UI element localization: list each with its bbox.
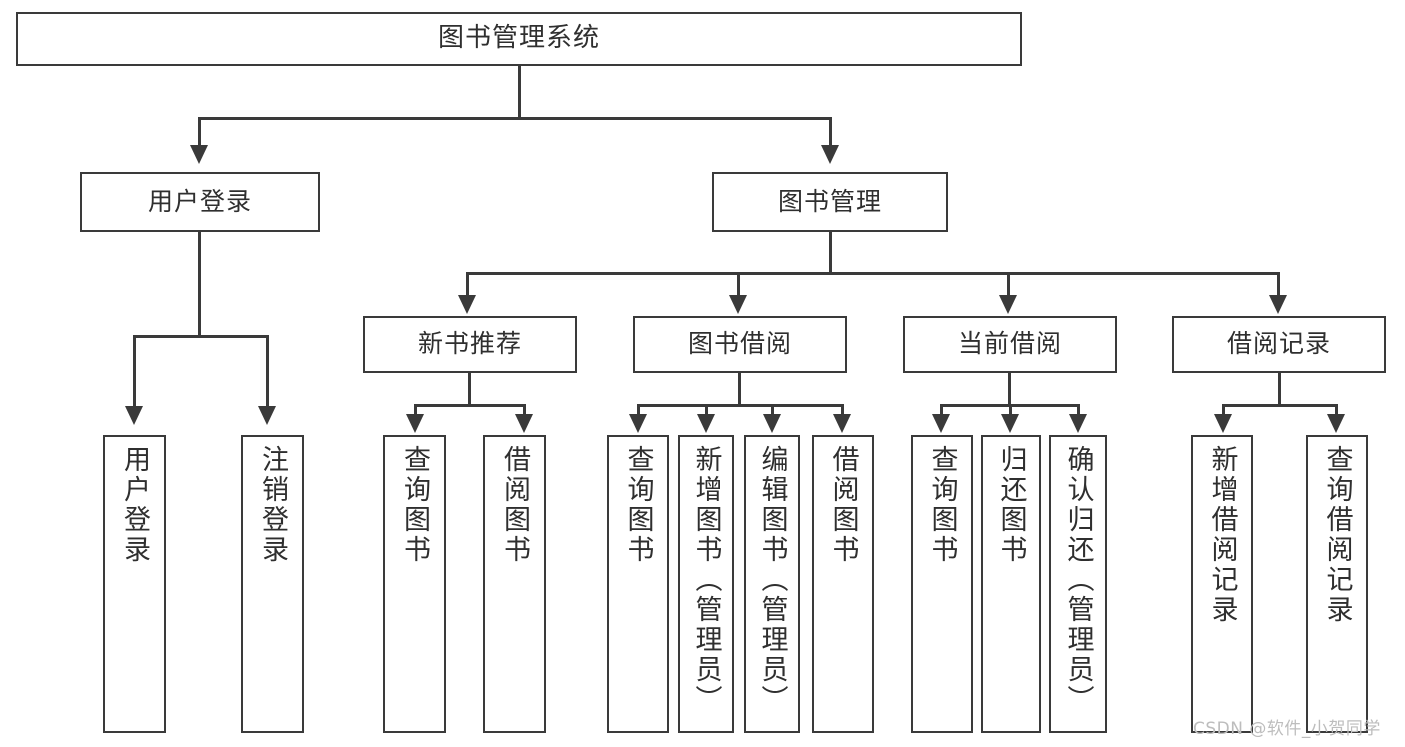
connector-book-mgmt-stem: [829, 232, 832, 274]
connector-current-borrow-to-leaf-2: [1009, 404, 1012, 416]
connector-book-borrow-stem: [738, 373, 741, 406]
connector-root-to-user-login: [198, 117, 201, 147]
node-label: 查询借阅记录: [1321, 445, 1353, 625]
connector-user-login-bar: [133, 335, 269, 338]
node-borrow-record[interactable]: 借阅记录: [1172, 316, 1386, 373]
connector-book-mgmt-to-record: [1277, 272, 1280, 297]
arrowhead-book-borrow-leaf-3: [763, 414, 781, 433]
connector-root-stem: [518, 66, 521, 118]
arrowhead-root-to-user-login: [190, 145, 208, 164]
connector-book-borrow-bar: [637, 404, 844, 407]
leaf-book-borrow-edit-admin[interactable]: 编辑图书（管理员）: [744, 435, 800, 733]
connector-new-book-to-leaf-2: [523, 404, 526, 416]
node-label: 确认归还（管理员）: [1062, 445, 1094, 715]
connector-borrow-record-to-leaf-1: [1222, 404, 1225, 416]
node-new-book-recommend[interactable]: 新书推荐: [363, 316, 577, 373]
leaf-borrow-record-add[interactable]: 新增借阅记录: [1191, 435, 1253, 733]
arrowhead-book-borrow-leaf-2: [697, 414, 715, 433]
connector-user-login-to-leaf-1: [133, 335, 136, 408]
leaf-book-borrow-borrow[interactable]: 借阅图书: [812, 435, 874, 733]
node-book-management[interactable]: 图书管理: [712, 172, 948, 232]
connector-borrow-record-stem: [1278, 373, 1281, 406]
leaf-borrow-record-query[interactable]: 查询借阅记录: [1306, 435, 1368, 733]
arrowhead-new-book-leaf-2: [515, 414, 533, 433]
arrowhead-new-book-leaf-1: [406, 414, 424, 433]
node-label: 查询图书: [926, 445, 958, 565]
leaf-book-borrow-add-admin[interactable]: 新增图书（管理员）: [678, 435, 734, 733]
arrowhead-current-borrow-leaf-1: [932, 414, 950, 433]
node-label: 归还图书: [995, 445, 1027, 565]
connector-book-mgmt-to-current: [1007, 272, 1010, 297]
connector-current-borrow-to-leaf-1: [940, 404, 943, 416]
connector-book-mgmt-to-new-book: [466, 272, 469, 297]
leaf-new-book-borrow[interactable]: 借阅图书: [483, 435, 546, 733]
node-label: 借阅图书: [827, 445, 859, 565]
arrowhead-book-borrow-leaf-1: [629, 414, 647, 433]
node-label: 用户登录: [119, 445, 150, 565]
connector-borrow-record-bar: [1222, 404, 1338, 407]
arrowhead-borrow-record-leaf-2: [1327, 414, 1345, 433]
node-current-borrow[interactable]: 当前借阅: [903, 316, 1117, 373]
connector-book-borrow-to-leaf-1: [637, 404, 640, 416]
node-label: 新增图书（管理员）: [690, 445, 722, 715]
connector-borrow-record-to-leaf-2: [1335, 404, 1338, 416]
connector-book-borrow-to-leaf-2: [705, 404, 708, 416]
node-user-login[interactable]: 用户登录: [80, 172, 320, 232]
arrowhead-root-to-book-mgmt: [821, 145, 839, 164]
arrowhead-current-borrow-leaf-3: [1069, 414, 1087, 433]
node-book-borrow[interactable]: 图书借阅: [633, 316, 847, 373]
connector-book-mgmt-to-borrow: [737, 272, 740, 297]
connector-book-mgmt-bar: [466, 272, 1278, 275]
connector-current-borrow-stem: [1008, 373, 1011, 406]
connector-book-borrow-to-leaf-4: [841, 404, 844, 416]
connector-book-borrow-to-leaf-3: [771, 404, 774, 416]
leaf-book-borrow-query[interactable]: 查询图书: [607, 435, 669, 733]
node-label: 图书借阅: [687, 329, 792, 359]
leaf-user-login-login[interactable]: 用户登录: [103, 435, 166, 733]
arrowhead-user-login-leaf-2: [258, 406, 276, 425]
arrowhead-book-mgmt-borrow: [729, 295, 747, 314]
node-label: 借阅图书: [499, 445, 530, 565]
connector-root-to-book-mgmt: [829, 117, 832, 147]
leaf-current-borrow-return[interactable]: 归还图书: [981, 435, 1041, 733]
arrowhead-user-login-leaf-1: [125, 406, 143, 425]
node-label: 查询图书: [622, 445, 654, 565]
node-label: 图书管理: [777, 186, 882, 216]
node-label: 借阅记录: [1226, 329, 1331, 359]
arrowhead-book-mgmt-record: [1269, 295, 1287, 314]
arrowhead-book-mgmt-new-book: [458, 295, 476, 314]
arrowhead-current-borrow-leaf-2: [1001, 414, 1019, 433]
connector-root-bar: [198, 117, 832, 120]
leaf-user-login-logout[interactable]: 注销登录: [241, 435, 304, 733]
node-label: 图书管理系统: [437, 23, 600, 54]
node-label: 编辑图书（管理员）: [756, 445, 788, 715]
arrowhead-book-borrow-leaf-4: [833, 414, 851, 433]
connector-user-login-stem: [198, 232, 201, 337]
node-label: 当前借阅: [957, 329, 1062, 359]
leaf-new-book-query[interactable]: 查询图书: [383, 435, 446, 733]
node-label: 新书推荐: [417, 329, 522, 359]
node-label: 注销登录: [257, 445, 288, 565]
connector-new-book-bar: [414, 404, 526, 407]
leaf-current-borrow-confirm-admin[interactable]: 确认归还（管理员）: [1049, 435, 1107, 733]
node-label: 查询图书: [399, 445, 430, 565]
node-root-system[interactable]: 图书管理系统: [16, 12, 1022, 66]
connector-new-book-stem: [468, 373, 471, 406]
connector-current-borrow-to-leaf-3: [1077, 404, 1080, 416]
node-label: 新增借阅记录: [1206, 445, 1238, 625]
connector-user-login-to-leaf-2: [266, 335, 269, 408]
arrowhead-book-mgmt-current: [999, 295, 1017, 314]
arrowhead-borrow-record-leaf-1: [1214, 414, 1232, 433]
node-label: 用户登录: [147, 186, 252, 216]
leaf-current-borrow-query[interactable]: 查询图书: [911, 435, 973, 733]
connector-new-book-to-leaf-1: [414, 404, 417, 416]
